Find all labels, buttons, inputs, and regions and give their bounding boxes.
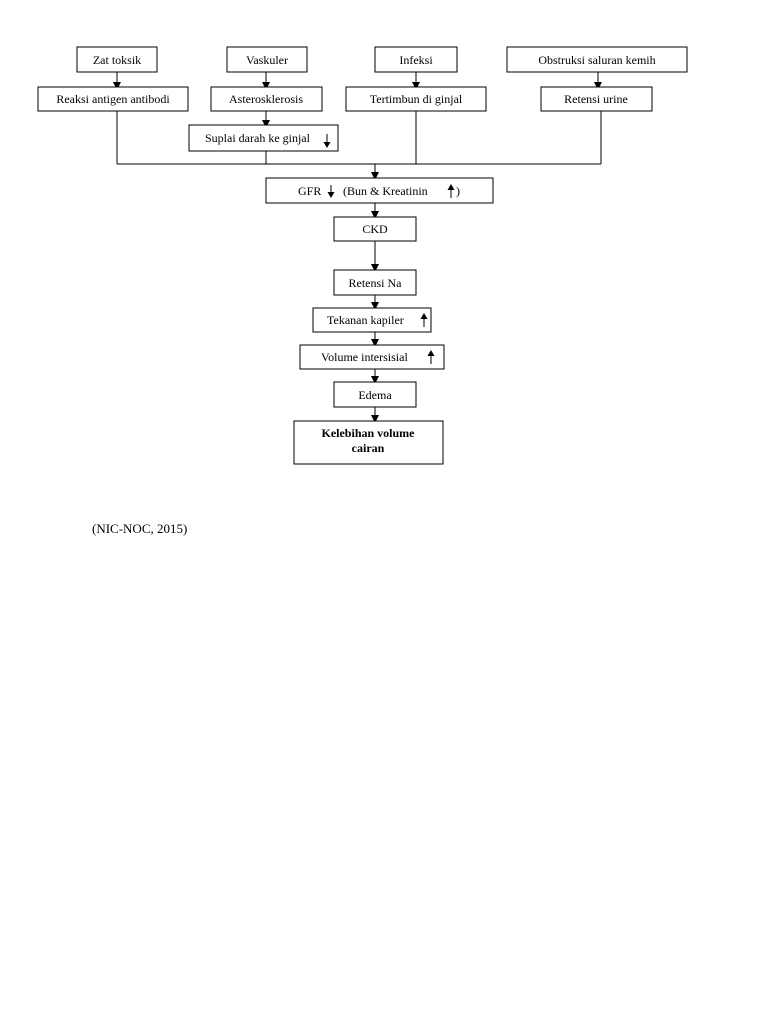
node-infeksi: Infeksi: [374, 46, 458, 73]
node-tertimbun: Tertimbun di ginjal: [345, 86, 487, 112]
node-suplai-darah: Suplai darah ke ginjal: [188, 124, 339, 152]
node-label: ): [456, 184, 460, 198]
node-label: Tertimbun di ginjal: [370, 92, 463, 106]
node-gfr: GFR (Bun & Kreatinin ): [265, 177, 494, 204]
node-label: Zat toksik: [93, 53, 141, 67]
node-label: Obstruksi saluran kemih: [538, 53, 655, 67]
node-obstruksi: Obstruksi saluran kemih: [506, 46, 688, 73]
node-edema: Edema: [333, 381, 417, 408]
connectors: [113, 72, 602, 423]
node-zat-toksik: Zat toksik: [76, 46, 158, 73]
node-reaksi-antigen: Reaksi antigen antibodi: [37, 86, 189, 112]
node-label: cairan: [352, 441, 385, 455]
node-label: Tekanan kapiler: [327, 313, 404, 327]
node-label: Asterosklerosis: [229, 92, 303, 106]
citation: (NIC-NOC, 2015): [92, 521, 188, 536]
arrow-down-icon: [323, 134, 331, 148]
node-vaskuler: Vaskuler: [226, 46, 308, 73]
node-retensi-urine: Retensi urine: [540, 86, 653, 112]
node-label: Infeksi: [399, 53, 433, 67]
node-label: Kelebihan volume: [321, 426, 415, 440]
node-label: Volume intersisial: [321, 350, 408, 364]
node-label: Retensi Na: [349, 276, 403, 290]
node-label: CKD: [362, 222, 388, 236]
node-label: Edema: [358, 388, 392, 402]
node-ckd: CKD: [333, 216, 417, 242]
arrow-up-icon: [427, 350, 435, 364]
arrow-up-icon: [420, 313, 428, 327]
node-asterosklerosis: Asterosklerosis: [210, 86, 323, 112]
node-label: Suplai darah ke ginjal: [205, 131, 311, 145]
arrow-down-icon: [327, 185, 335, 198]
node-label: Retensi urine: [564, 92, 628, 106]
node-label: Vaskuler: [246, 53, 288, 67]
node-label: Reaksi antigen antibodi: [56, 92, 170, 106]
node-kelebihan-volume: Kelebihan volume cairan: [293, 420, 444, 465]
node-retensi-na: Retensi Na: [333, 269, 417, 296]
node-label: (Bun & Kreatinin: [343, 184, 428, 198]
node-tekanan-kapiler: Tekanan kapiler: [312, 307, 432, 333]
arrow-up-icon: [447, 184, 455, 198]
node-volume-intersisial: Volume intersisial: [299, 344, 445, 370]
node-label: GFR: [298, 184, 321, 198]
